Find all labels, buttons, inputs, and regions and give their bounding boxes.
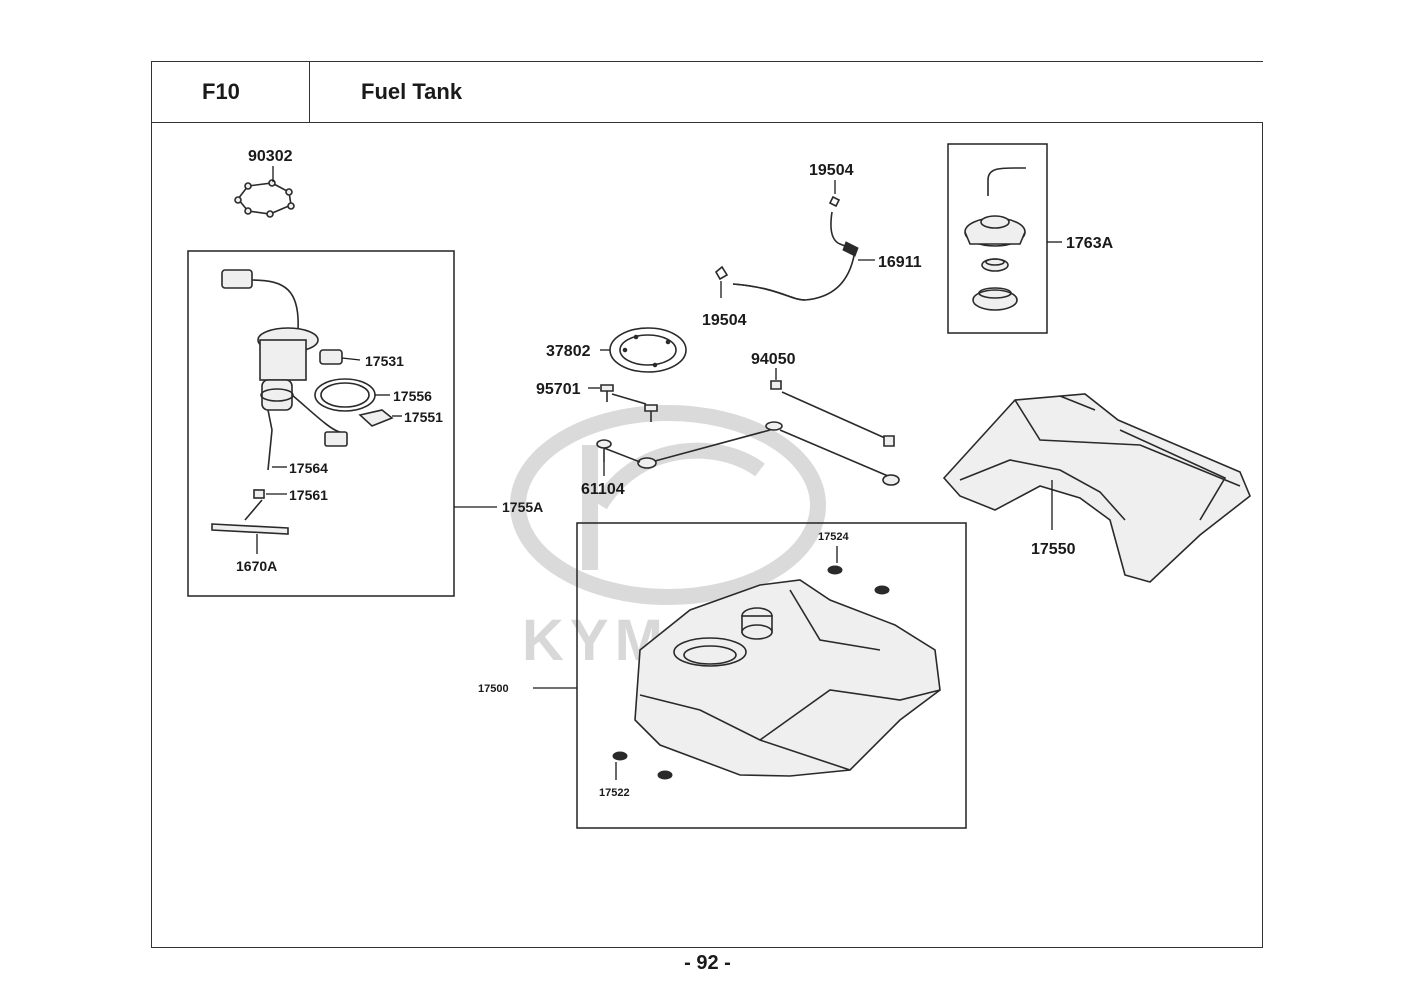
tank-bracket-icon bbox=[942, 393, 1251, 583]
callout-17556: 17556 bbox=[393, 388, 432, 404]
callout-17564: 17564 bbox=[289, 460, 328, 476]
callout-95701: 95701 bbox=[536, 381, 581, 398]
callout-17524: 17524 bbox=[818, 531, 849, 543]
callout-61104: 61104 bbox=[581, 481, 625, 498]
pump-assembly-box bbox=[187, 250, 455, 597]
mounting-hardware bbox=[588, 368, 900, 486]
callout-19504-top: 19504 bbox=[809, 162, 854, 179]
callout-17550: 17550 bbox=[1031, 541, 1076, 558]
page-title: Fuel Tank bbox=[361, 79, 463, 104]
callout-94050: 94050 bbox=[751, 351, 796, 368]
diagram-frame bbox=[151, 122, 1263, 948]
callout-17522: 17522 bbox=[599, 787, 630, 799]
callout-1763A: 1763A bbox=[1066, 235, 1114, 252]
callout-90302: 90302 bbox=[248, 148, 293, 165]
fuel-tank-icon bbox=[533, 546, 941, 780]
callout-17500: 17500 bbox=[478, 683, 509, 695]
callout-labels: 90302 17531 17556 17551 17564 17561 1670… bbox=[236, 148, 1114, 799]
fuel-hose-16911 bbox=[714, 180, 875, 301]
fuel-cap-box bbox=[947, 143, 1048, 334]
fuel-cap-icon bbox=[964, 167, 1062, 311]
callout-19504-bottom: 19504 bbox=[702, 312, 747, 329]
gasket-37802 bbox=[600, 327, 687, 373]
callout-17561: 17561 bbox=[289, 487, 328, 503]
callout-1755A: 1755A bbox=[502, 499, 543, 515]
screw-set-90302 bbox=[234, 166, 295, 218]
fuel-pump-icon bbox=[211, 269, 394, 535]
page-number: - 92 - bbox=[684, 952, 731, 974]
callout-17531: 17531 bbox=[365, 353, 404, 369]
callout-16911: 16911 bbox=[878, 254, 922, 271]
callout-17551: 17551 bbox=[404, 409, 443, 425]
section-title-cell bbox=[309, 61, 1263, 123]
section-code: F10 bbox=[202, 79, 240, 104]
callout-1670A: 1670A bbox=[236, 558, 277, 574]
callout-37802: 37802 bbox=[546, 343, 591, 360]
fuel-tank-box bbox=[576, 522, 967, 829]
pump-leaders bbox=[256, 357, 497, 554]
